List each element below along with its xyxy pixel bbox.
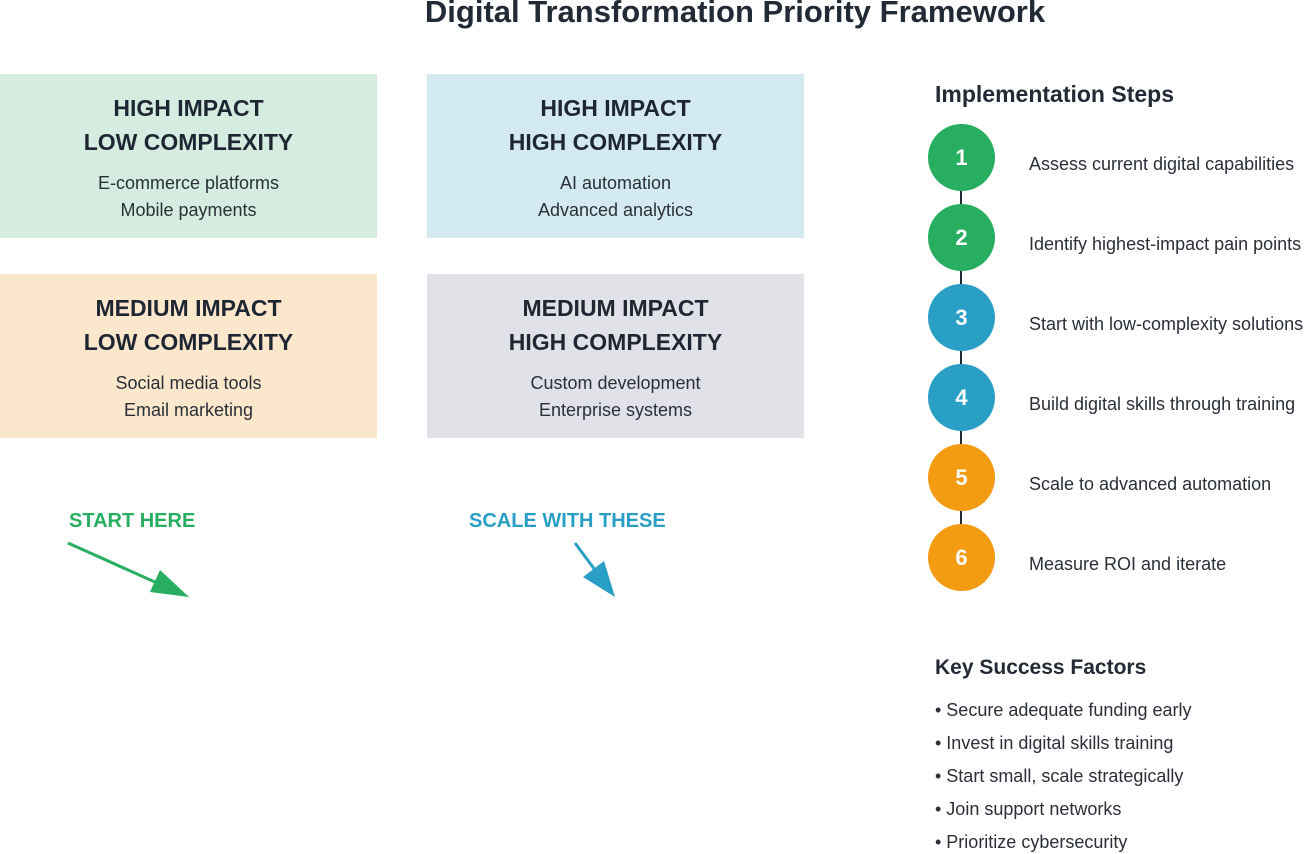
timeline-line: [960, 160, 962, 562]
quadrant-medium-impact-low-complexity: MEDIUM IMPACT LOW COMPLEXITY Social medi…: [0, 274, 377, 438]
quadrant-item: AI automation: [559, 173, 672, 193]
step-number-badge: 3: [928, 284, 995, 351]
quadrant-title-line1: HIGH IMPACT: [540, 95, 691, 121]
step-text: Scale to advanced automation: [1029, 474, 1272, 494]
key-success-factors-heading: Key Success Factors: [935, 656, 1147, 679]
step-number-badge: 4: [928, 364, 995, 431]
step-text: Assess current digital capabilities: [1029, 154, 1295, 174]
success-factor-item: • Join support networks: [935, 799, 1122, 819]
quadrant-item: Email marketing: [123, 400, 254, 420]
page-title: Digital Transformation Priority Framewor…: [424, 0, 1046, 29]
step-number-badge: 6: [928, 524, 995, 591]
step-text: Identify highest-impact pain points: [1029, 234, 1302, 254]
step-text: Start with low-complexity solutions: [1029, 314, 1304, 334]
quadrant-item: Advanced analytics: [537, 200, 694, 220]
step-number-badge: 1: [928, 124, 995, 191]
success-factor-item: • Start small, scale strategically: [935, 766, 1184, 786]
success-factor-item: • Secure adequate funding early: [935, 700, 1192, 720]
quadrant-title-line1: MEDIUM IMPACT: [95, 295, 282, 321]
implementation-steps-heading: Implementation Steps: [935, 81, 1174, 107]
quadrant-item: Custom development: [530, 373, 701, 393]
step-number-badge: 5: [928, 444, 995, 511]
quadrant-item: E-commerce platforms: [97, 173, 280, 193]
start-here-label: START HERE: [69, 510, 196, 532]
step-number-badge: 2: [928, 204, 995, 271]
quadrant-high-impact-high-complexity: HIGH IMPACT HIGH COMPLEXITY AI automatio…: [427, 74, 804, 238]
quadrant-item: Mobile payments: [120, 200, 257, 220]
success-factor-item: • Prioritize cybersecurity: [935, 832, 1128, 852]
quadrant-title-line1: MEDIUM IMPACT: [522, 295, 709, 321]
scale-with-these-label: SCALE WITH THESE: [469, 510, 666, 532]
quadrant-title-line2: HIGH COMPLEXITY: [508, 129, 723, 155]
quadrant-title-line1: HIGH IMPACT: [113, 95, 264, 121]
quadrant-item: Social media tools: [115, 373, 262, 393]
quadrant-high-impact-low-complexity: HIGH IMPACT LOW COMPLEXITY E-commerce pl…: [0, 74, 377, 238]
step-text: Build digital skills through training: [1029, 394, 1296, 414]
quadrant-medium-impact-high-complexity: MEDIUM IMPACT HIGH COMPLEXITY Custom dev…: [427, 274, 804, 438]
quadrant-title-line2: HIGH COMPLEXITY: [508, 329, 723, 355]
quadrant-item: Enterprise systems: [538, 400, 693, 420]
quadrant-title-line2: LOW COMPLEXITY: [83, 129, 294, 155]
success-factor-item: • Invest in digital skills training: [935, 733, 1174, 753]
step-text: Measure ROI and iterate: [1029, 554, 1227, 574]
quadrant-title-line2: LOW COMPLEXITY: [83, 329, 294, 355]
